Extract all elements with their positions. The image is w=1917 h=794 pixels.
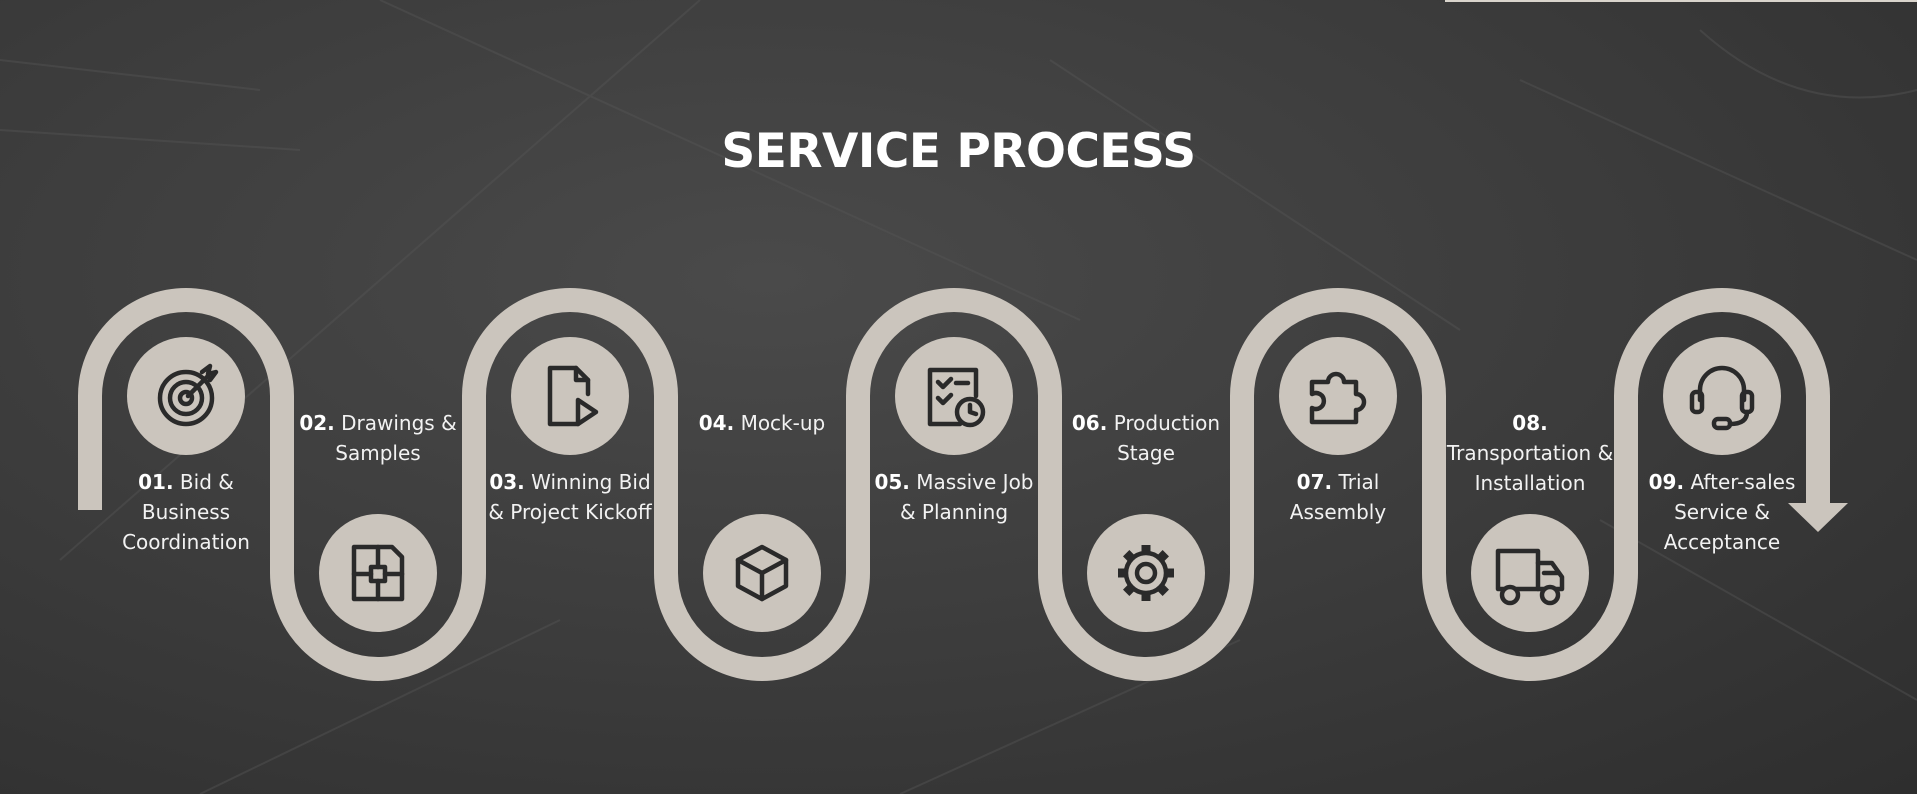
step-label-9: 09. After-sales Service & Acceptance	[1637, 467, 1807, 557]
step-number: 02.	[299, 411, 334, 435]
step-number: 04.	[699, 411, 734, 435]
step-number: 09.	[1649, 470, 1684, 494]
step-node-circle	[895, 337, 1013, 455]
step-number: 07.	[1297, 470, 1332, 494]
step-text: Production Stage	[1114, 411, 1220, 465]
step-label-2: 02. Drawings & Samples	[293, 408, 463, 468]
step-node-circle	[1663, 337, 1781, 455]
step-node-circle	[511, 337, 629, 455]
step-label-5: 05. Massive Job & Planning	[869, 467, 1039, 527]
step-text: Transportation & Installation	[1447, 441, 1613, 495]
step-text: Mock-up	[741, 411, 826, 435]
step-text: After-sales Service & Acceptance	[1664, 470, 1796, 554]
step-node-6	[1087, 514, 1205, 632]
step-node-2	[319, 514, 437, 632]
step-label-8: 08. Transportation & Installation	[1445, 408, 1615, 498]
step-node-3	[511, 337, 629, 455]
step-node-4	[703, 514, 821, 632]
step-node-1	[127, 337, 245, 455]
step-number: 03.	[489, 470, 524, 494]
step-node-5	[895, 337, 1013, 455]
step-number: 05.	[874, 470, 909, 494]
step-node-circle	[319, 514, 437, 632]
step-node-circle	[1087, 514, 1205, 632]
step-label-7: 07. Trial Assembly	[1253, 467, 1423, 527]
step-node-circle	[1471, 514, 1589, 632]
step-node-9	[1663, 337, 1781, 455]
step-number: 01.	[138, 470, 173, 494]
step-label-6: 06. Production Stage	[1061, 408, 1231, 468]
step-text: Massive Job & Planning	[900, 470, 1034, 524]
step-number: 06.	[1072, 411, 1107, 435]
step-label-3: 03. Winning Bid & Project Kickoff	[485, 467, 655, 527]
step-text: Drawings & Samples	[335, 411, 456, 465]
step-number: 08.	[1512, 411, 1547, 435]
step-node-8	[1471, 514, 1589, 632]
step-node-circle	[1279, 337, 1397, 455]
step-label-1: 01. Bid & Business Coordination	[101, 467, 271, 557]
step-node-7	[1279, 337, 1397, 455]
step-label-4: 04. Mock-up	[677, 408, 847, 438]
